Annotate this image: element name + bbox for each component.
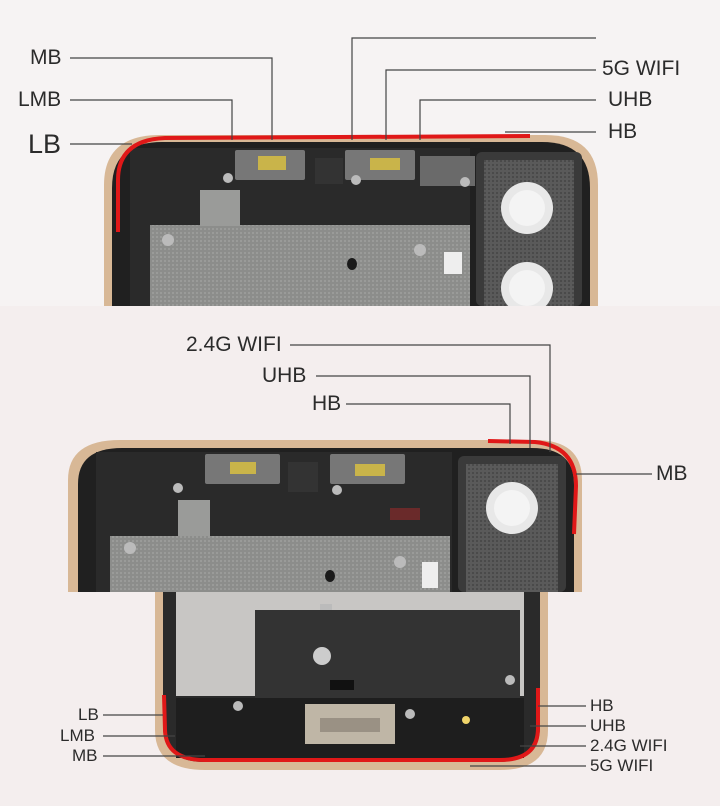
bottom-panel — [0, 592, 720, 806]
connector-gold — [370, 158, 400, 170]
top-panel — [0, 0, 720, 314]
label-mb: MB — [656, 462, 688, 485]
screw-icon — [313, 647, 331, 665]
leader-lines — [103, 705, 586, 767]
screw-icon — [505, 675, 515, 685]
antenna-highlight — [487, 439, 579, 535]
antenna-highlight — [116, 134, 531, 232]
label-lmb: LMB — [18, 88, 62, 111]
middle-panel — [0, 306, 720, 592]
label-5g-wifi: 5G WIFI — [590, 756, 654, 775]
screw-icon — [460, 177, 470, 187]
connector-gold — [355, 464, 385, 476]
screw-icon — [223, 173, 233, 183]
antenna-highlight — [162, 688, 540, 762]
label-uhb: UHB — [262, 364, 307, 387]
label-lb: LB — [28, 129, 62, 159]
label-2-4g-wifi: 2.4G WIFI — [186, 333, 282, 356]
leader-lines — [290, 344, 652, 475]
label-mb: MB — [72, 746, 98, 765]
screw-icon — [414, 244, 426, 256]
screw-icon — [173, 483, 183, 493]
screw-icon — [162, 234, 174, 246]
label-lmb: LMB — [60, 726, 95, 745]
shield-plate — [150, 225, 470, 306]
speaker-dot — [462, 716, 470, 724]
screw-icon — [394, 556, 406, 568]
label-hb: HB — [608, 120, 638, 143]
label-hb: HB — [312, 392, 342, 415]
label-2-4g-wifi: 2.4G WIFI — [590, 736, 668, 755]
label-lb: LB — [78, 705, 99, 724]
label-hb: HB — [590, 696, 614, 715]
leader-lines — [70, 37, 596, 145]
connector-gold — [258, 156, 286, 170]
label-5g-wifi: 5G WIFI — [602, 57, 681, 80]
screw-icon — [332, 485, 342, 495]
screw-icon — [124, 542, 136, 554]
connector-gold — [230, 462, 256, 474]
screw-icon — [351, 175, 361, 185]
label-uhb: UHB — [590, 716, 626, 735]
shield-plate — [110, 536, 450, 592]
screw-icon — [233, 701, 243, 711]
label-mb: MB — [30, 46, 62, 69]
label-uhb: UHB — [608, 88, 653, 111]
screw-icon — [405, 709, 415, 719]
flex-cable — [255, 610, 520, 700]
